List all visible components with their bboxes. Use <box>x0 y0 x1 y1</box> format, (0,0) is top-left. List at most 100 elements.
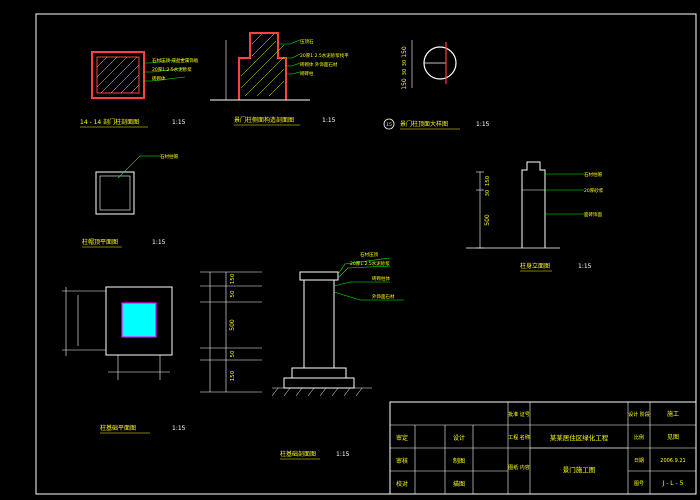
dim-3-150a: 150 <box>401 46 408 58</box>
dim-3-30b: 30 <box>402 69 408 75</box>
detail-side-section: 压顶石 20厚1:2.5水泥砂浆找平 砖砌体 外饰面石材 砌砖柱 景门柱侧面构造… <box>210 32 349 126</box>
tb-lbl-stage: 设计 阶段 <box>628 411 650 418</box>
dim-5-500: 500 <box>484 214 491 226</box>
tb-lbl-date: 日期 <box>634 458 644 464</box>
tb-drawing-name: 景门施工图 <box>563 465 596 474</box>
title-side-section: 景门柱侧面构造剖面图 <box>234 116 294 124</box>
scale-top-surface: 1:15 <box>476 121 490 128</box>
dim-3-150b: 150 <box>401 78 408 90</box>
leader-line-7d <box>333 291 404 301</box>
detail-marker-number: 15 <box>386 122 392 128</box>
note-2c: 砖砌体 外饰面石材 <box>300 61 338 68</box>
cap-plan-inner <box>99 175 131 211</box>
leader-line-2a <box>278 39 301 45</box>
tb-lbl-number: 图号 <box>634 481 644 487</box>
section-footing-1 <box>291 367 347 379</box>
dim-7-50b: 50 <box>230 350 236 357</box>
tb-r2c2: 制图 <box>453 457 465 465</box>
note-5c: 面砖饰面 <box>584 211 602 218</box>
pillar-hatch <box>96 56 140 94</box>
title-foundation-plan: 柱基础平面图 <box>100 424 136 432</box>
tb-lbl-engineering: 工程 名称 <box>508 434 530 441</box>
detail-cap-plan: 石材柱帽 柱帽顶平面图 1:15 <box>82 153 178 248</box>
leader-line-2b <box>286 53 301 59</box>
detail-pillar-elevation: 150 30 500 石材柱帽 20厚砂浆 面砖饰面 柱身立面图 1:15 <box>466 161 604 272</box>
dim-7-150b: 150 <box>230 370 236 381</box>
side-section-outline <box>238 32 287 100</box>
scale-cap-plan: 1:15 <box>152 239 166 246</box>
scale-pillar-elevation: 1:15 <box>578 263 592 270</box>
ground-hatch <box>271 387 372 397</box>
tb-r2c1: 审核 <box>396 457 408 465</box>
note-4a: 石材柱帽 <box>160 153 178 160</box>
tb-val-stage: 施工 <box>667 410 679 418</box>
section-cap <box>299 271 339 281</box>
note-5b: 20厚砂浆 <box>584 187 604 194</box>
note-1a: 石材压顶 成品金属饰板 <box>152 57 199 64</box>
tb-lbl-drawing: 图纸 内容 <box>508 464 530 471</box>
title-cap-plan: 柱帽顶平面图 <box>82 238 118 246</box>
detail-pillar-section: 石材压顶 成品金属饰板 20厚1:2.5水泥砂浆 砖砌体 14 - 14 剖门柱… <box>80 51 199 128</box>
leader-line-1b <box>144 67 186 73</box>
leader-line-2c <box>286 62 301 67</box>
tb-r3c1: 校对 <box>396 480 408 488</box>
tb-val-number: J - L - 5 <box>662 480 684 487</box>
title-block-grid <box>390 402 696 494</box>
detail-foundation-plan: 柱基础平面图 1:15 <box>62 286 186 434</box>
note-1c: 砖砌体 <box>152 75 166 82</box>
cap-plan-outer <box>95 171 135 215</box>
dim-3-30a: 30 <box>402 60 408 66</box>
note-7c: 砖砌柱体 <box>372 275 390 282</box>
tb-lbl-approve: 批准 证号 <box>508 411 530 418</box>
section-shaft <box>303 280 335 368</box>
leader-line-1c <box>144 76 186 82</box>
dim-5-30: 30 <box>485 190 491 196</box>
detail-top-surface: 150 30 30 150 15 景门柱顶面大样图 1:15 <box>383 40 490 130</box>
note-7b: 20厚1:2.5水泥砂浆 <box>350 260 390 267</box>
note-2b: 20厚1:2.5水泥砂浆找平 <box>300 52 349 59</box>
note-2d: 砌砖柱 <box>300 70 314 77</box>
tb-val-scale: 见图 <box>667 434 679 441</box>
foundation-pillar-core <box>121 302 157 338</box>
note-7a: 石材压顶 <box>360 251 378 258</box>
title-block: 审定 设计 审核 制图 校对 描图 批准 证号 工程 名称 图纸 内容 某某居住… <box>389 401 697 495</box>
scale-foundation-plan: 1:15 <box>172 425 186 432</box>
leader-line-4a <box>117 155 160 179</box>
scale-foundation-section: 1:15 <box>336 451 350 458</box>
tb-project-name: 某某居住区绿化工程 <box>550 433 609 442</box>
note-2a: 压顶石 <box>300 39 314 45</box>
tb-r3c2: 描图 <box>453 480 465 488</box>
dim-7-50a: 50 <box>230 290 236 297</box>
leader-line-7c <box>333 281 390 287</box>
tb-r1c2: 设计 <box>453 434 465 442</box>
leader-line-1a <box>144 58 186 64</box>
dim-5-150: 150 <box>485 175 491 186</box>
title-pillar-elevation: 柱身立面图 <box>520 262 550 270</box>
title-top-surface: 景门柱顶面大样图 <box>400 120 448 128</box>
title-pillar-section: 14 - 14 剖门柱剖面图 <box>80 118 139 126</box>
pillar-inner-outline <box>96 56 140 94</box>
dim-7-150a: 150 <box>230 273 236 284</box>
note-5a: 石材柱帽 <box>584 171 602 178</box>
side-section-hatch <box>240 33 285 97</box>
leader-line-2d <box>286 71 301 75</box>
tb-lbl-scale: 比例 <box>634 434 644 441</box>
scale-pillar-section: 1:15 <box>172 119 186 126</box>
foundation-outer <box>105 286 173 356</box>
detail-marker-circle <box>383 118 395 130</box>
tb-val-date: 2006.9.21 <box>660 458 685 464</box>
scale-side-section: 1:15 <box>322 117 336 124</box>
sheet-frame <box>35 13 697 495</box>
note-7d: 外饰面石材 <box>372 293 395 300</box>
tb-r1c1: 审定 <box>396 434 408 442</box>
pillar-outer-outline <box>91 51 145 99</box>
title-foundation-section: 柱基础剖面图 <box>280 450 316 458</box>
leader-line-7a <box>337 257 391 275</box>
note-1b: 20厚1:2.5水泥砂浆 <box>152 66 192 73</box>
detail-foundation-section: 150 50 500 50 150 石材压顶 20厚1:2.5水泥砂浆 砖砌柱体… <box>200 251 404 460</box>
section-footing-2 <box>283 377 355 389</box>
elevation-outline <box>521 161 546 248</box>
leader-line-7b <box>337 265 391 279</box>
